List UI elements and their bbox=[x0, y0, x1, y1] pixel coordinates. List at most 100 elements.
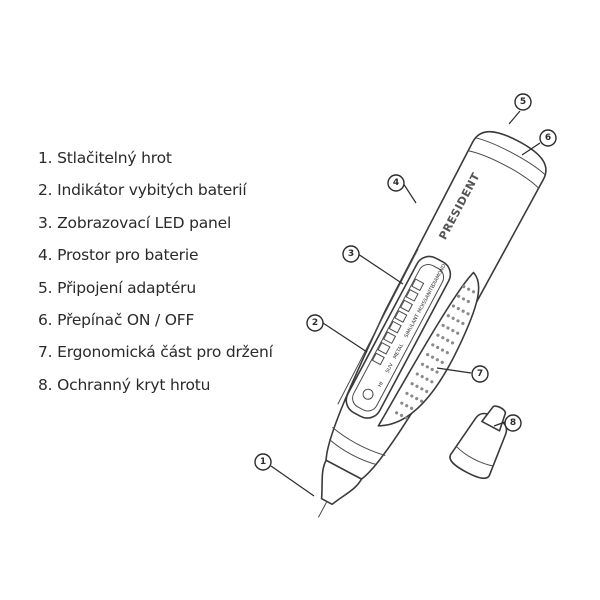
grip-dot bbox=[436, 333, 440, 337]
grip-dot bbox=[451, 329, 455, 333]
grip-dot bbox=[446, 326, 450, 330]
pressable-tip bbox=[317, 501, 328, 518]
callout-7: 7 bbox=[471, 365, 489, 383]
grip-dot bbox=[457, 294, 461, 298]
leader-4 bbox=[402, 182, 417, 204]
leader-7 bbox=[436, 367, 472, 374]
leader-3 bbox=[357, 253, 404, 285]
grip-dot bbox=[420, 387, 424, 391]
grip-dot bbox=[461, 321, 465, 326]
svg-text:5: 5 bbox=[520, 97, 526, 107]
callout-3: 3 bbox=[342, 245, 360, 263]
leader-5 bbox=[508, 110, 521, 125]
grip-dot bbox=[425, 377, 429, 381]
grip-dot bbox=[420, 362, 425, 366]
svg-text:3: 3 bbox=[348, 249, 354, 259]
svg-text:8: 8 bbox=[510, 418, 516, 428]
leader-8 bbox=[493, 421, 506, 427]
grip-dot bbox=[436, 345, 440, 350]
grip-dot bbox=[461, 309, 465, 313]
grip-dot-pattern bbox=[395, 284, 476, 420]
grip-dot bbox=[441, 323, 445, 328]
grip-dot bbox=[404, 416, 408, 420]
panel-label-suv: SUV bbox=[385, 362, 395, 374]
low-battery-indicator bbox=[362, 388, 374, 400]
grip-dot bbox=[466, 312, 470, 316]
callout-2: 2 bbox=[306, 314, 324, 332]
svg-text:2: 2 bbox=[312, 318, 318, 328]
callout-8: 8 bbox=[504, 414, 522, 432]
legend-item-7: 7. Ergonomická část pro držení bbox=[38, 343, 273, 362]
grip-dot bbox=[466, 299, 470, 304]
grip-dot bbox=[409, 406, 414, 410]
grip-dot bbox=[445, 351, 449, 355]
grip-dot bbox=[441, 336, 445, 340]
leader-1 bbox=[270, 465, 315, 497]
legend-item-8: 8. Ochranný kryt hrotu bbox=[38, 375, 211, 394]
svg-text:4: 4 bbox=[393, 178, 399, 188]
grip-dot bbox=[446, 338, 450, 342]
grip-dot bbox=[395, 411, 399, 415]
led-8 bbox=[411, 278, 425, 292]
legend-item-5: 5. Připojení adaptéru bbox=[38, 278, 196, 297]
grip-dot bbox=[400, 401, 404, 405]
grip-dot bbox=[425, 365, 429, 369]
led-2 bbox=[377, 342, 391, 355]
leader-2 bbox=[322, 322, 368, 353]
grip-dot bbox=[426, 352, 430, 357]
grip-dot bbox=[420, 374, 424, 379]
leader-6 bbox=[521, 142, 541, 156]
grip-dot bbox=[440, 360, 444, 364]
grip-dot bbox=[431, 343, 435, 347]
panel-label-hi: HI bbox=[377, 381, 385, 388]
legend-item-2: 2. Indikátor vybitých baterií bbox=[38, 181, 247, 200]
grip-dot bbox=[410, 394, 414, 398]
grip-dot bbox=[451, 304, 456, 308]
legend-item-3: 3. Zobrazovací LED panel bbox=[38, 213, 232, 232]
grip-dot bbox=[461, 297, 466, 301]
grip-dot bbox=[425, 389, 429, 394]
callout-4: 4 bbox=[387, 174, 405, 192]
legend-item-6: 6. Přepínač ON / OFF bbox=[38, 310, 195, 329]
led-5 bbox=[394, 310, 408, 323]
grip-dot bbox=[451, 316, 455, 320]
grip-dot bbox=[415, 372, 419, 376]
grip-dot bbox=[446, 314, 450, 318]
callout-6: 6 bbox=[539, 129, 557, 147]
grip-dot bbox=[456, 331, 460, 335]
callout-5: 5 bbox=[514, 93, 532, 111]
grip-dot bbox=[435, 370, 439, 374]
grip-dot bbox=[462, 284, 466, 289]
svg-text:1: 1 bbox=[260, 457, 266, 467]
led-indicators bbox=[371, 278, 425, 366]
grip-dot bbox=[419, 399, 424, 403]
led-6 bbox=[399, 299, 414, 313]
grip-dot bbox=[430, 380, 434, 384]
grip-dot bbox=[450, 341, 455, 345]
led-7 bbox=[405, 289, 419, 302]
protective-tip-cap bbox=[449, 405, 508, 480]
svg-text:6: 6 bbox=[545, 133, 551, 143]
legend-list: 1. Stlačitelný hrot 2. Indikátor vybitýc… bbox=[38, 142, 273, 401]
led-1 bbox=[371, 352, 385, 366]
grip-dot bbox=[435, 358, 439, 362]
grip-dot bbox=[410, 382, 414, 386]
legend-item-4: 4. Prostor pro baterie bbox=[38, 246, 199, 265]
tester-body: HI SUV METAL SIMULANT MOISSANITE DIAMOND… bbox=[317, 130, 547, 518]
grip-dot bbox=[471, 290, 476, 294]
grip-dot bbox=[415, 396, 419, 401]
grip-dot bbox=[415, 384, 419, 388]
legend-item-1: 1. Stlačitelný hrot bbox=[38, 149, 172, 167]
led-3 bbox=[383, 331, 397, 345]
grip-dot bbox=[405, 404, 409, 408]
tip-housing bbox=[320, 459, 363, 506]
grip-dot bbox=[405, 391, 409, 396]
grip-dot bbox=[399, 413, 404, 418]
grip-dot bbox=[430, 355, 435, 359]
ergonomic-grip bbox=[377, 271, 480, 427]
led-display-panel bbox=[345, 255, 452, 419]
grip-dot bbox=[440, 348, 445, 352]
led-4 bbox=[388, 320, 402, 334]
svg-text:7: 7 bbox=[477, 369, 483, 379]
